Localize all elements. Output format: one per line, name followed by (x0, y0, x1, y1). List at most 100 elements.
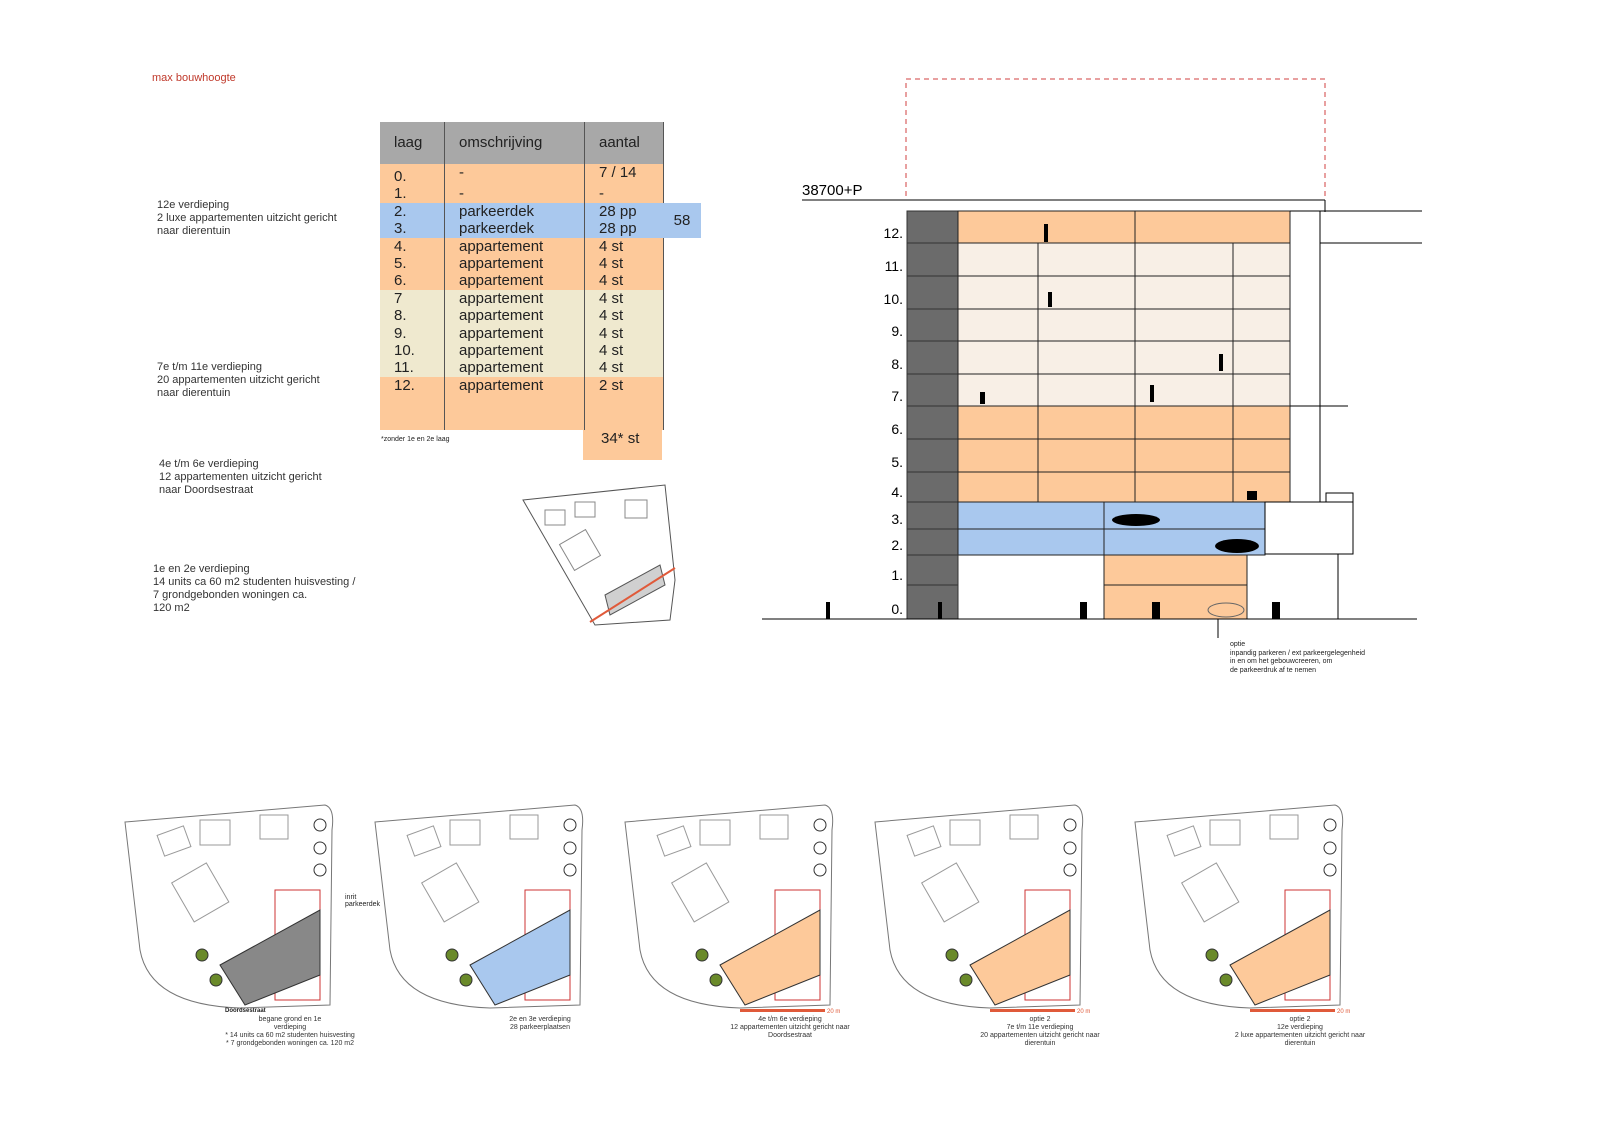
cell-omschrijving: - (444, 185, 585, 203)
caption-line: 7e t/m 11e verdieping (1006, 1024, 1074, 1031)
car-outline-icon (1207, 602, 1245, 618)
max-height-label: max bouwhoogte (152, 72, 236, 84)
core-segment (906, 471, 959, 503)
plan-drawing (374, 804, 584, 1009)
cell-omschrijving: appartement (444, 342, 585, 360)
caption-line: optie 2 (1289, 1016, 1311, 1023)
caption-line: optie 2 (1029, 1016, 1051, 1023)
level-label: 3. (891, 511, 903, 527)
floor-band (957, 501, 1266, 530)
site-plan-key (522, 484, 676, 626)
caption-line: 28 parkeerplaatsen (510, 1024, 570, 1031)
height-label: 38700+P (802, 182, 862, 199)
table-footnote: *zonder 1e en 2e laag (381, 436, 450, 443)
cell-laag: 5. (380, 255, 445, 273)
note-line: naar dierentuin (157, 225, 231, 237)
note-line: 1e en 2e verdieping (153, 563, 250, 575)
caption-line: 12 appartementen uitzicht gericht naar D… (730, 1024, 850, 1039)
cell-aantal: 4 st (584, 359, 664, 377)
cell-laag: 7 (380, 289, 445, 308)
cell-aantal: 28 pp (584, 202, 664, 221)
core-segment (906, 584, 959, 620)
level-label: 7. (891, 388, 903, 404)
note-line: optie (1230, 641, 1246, 648)
note-line: de parkeerdruk af te nemen (1230, 666, 1316, 674)
cell-laag: 11. (380, 359, 445, 377)
floor-band (957, 210, 1291, 244)
level-label: 5. (891, 454, 903, 470)
floor-band (957, 242, 1291, 277)
scale-label: 20 m (827, 1009, 840, 1015)
cell-omschrijving: - (444, 164, 585, 186)
core-segment (906, 373, 959, 407)
level-label: 9. (891, 323, 903, 339)
cell-laag: 0. (380, 164, 445, 186)
plan-drawing: 20 m (624, 804, 840, 1015)
core-segment (906, 242, 959, 277)
entrance-label: inrit parkeerdek (345, 894, 381, 908)
cell-aantal: 28 pp (584, 220, 664, 238)
note-line: 14 units ca 60 m2 studenten huisvesting … (153, 576, 356, 588)
floor-band (1103, 584, 1248, 620)
table-total: 34* st (583, 430, 662, 460)
cell-omschrijving: appartement (444, 376, 585, 395)
core-segment (906, 501, 959, 530)
cell-laag: 2. (380, 202, 445, 221)
core-segment (906, 528, 959, 556)
header-omschrijving: omschrijving (444, 122, 585, 164)
cell-aantal: 4 st (584, 237, 664, 256)
note-line: 12 appartementen uitzicht gericht (159, 471, 322, 483)
level-label: 12. (884, 225, 903, 241)
header-aantal: aantal (584, 122, 664, 164)
level-label: 4. (891, 484, 903, 500)
scale-label: 20 m (1337, 1009, 1350, 1015)
caption-line: 2 luxe appartementen uitzicht gericht na… (1234, 1032, 1366, 1047)
cell-omschrijving: appartement (444, 237, 585, 256)
caption-line: 20 appartementen uitzicht gericht naar d… (980, 1032, 1100, 1047)
elevation-drawing: 38700+P 12.11.10.9.8.7.6.5.4.3.2.1.0. (762, 78, 1422, 638)
table-spacer (380, 394, 664, 431)
scale-label: 20 m (1077, 1009, 1090, 1015)
note-line: inpandig parkeren / ext parkeergelegenhe… (1230, 649, 1366, 657)
floor-band (1103, 554, 1248, 586)
floor-band (957, 438, 1291, 473)
cell-aantal: 4 st (584, 307, 664, 325)
caption-line: verdieping (273, 1024, 307, 1031)
floor-band (957, 340, 1291, 375)
level-label: 1. (891, 567, 903, 583)
caption-line: 4e t/m 6e verdieping (758, 1016, 822, 1023)
level-label: 10. (884, 291, 903, 307)
caption-line: 12e verdieping (1277, 1024, 1323, 1031)
street-label: Doordsestraat (225, 1008, 266, 1014)
core-segment (906, 438, 959, 473)
cell-laag: 3. (380, 220, 445, 238)
max-height-envelope (905, 78, 1326, 201)
level-label: 2. (891, 537, 903, 553)
note-line: naar Doordsestraat (159, 484, 254, 496)
cell-aantal: 4 st (584, 342, 664, 360)
header-laag: laag (380, 122, 445, 164)
note-line: 12e verdieping (157, 199, 230, 211)
plan-drawing: 20 m (874, 804, 1090, 1015)
note-line: 20 appartementen uitzicht gericht (157, 374, 320, 386)
cell-aantal: 2 st (584, 376, 664, 395)
cell-omschrijving: appartement (444, 307, 585, 325)
parking-total: 58 (663, 203, 701, 238)
caption-line: * 7 grondgebonden woningen ca. 120 m2 (225, 1040, 355, 1047)
floor-band (957, 405, 1291, 440)
table-row: 1.-- (380, 185, 664, 203)
